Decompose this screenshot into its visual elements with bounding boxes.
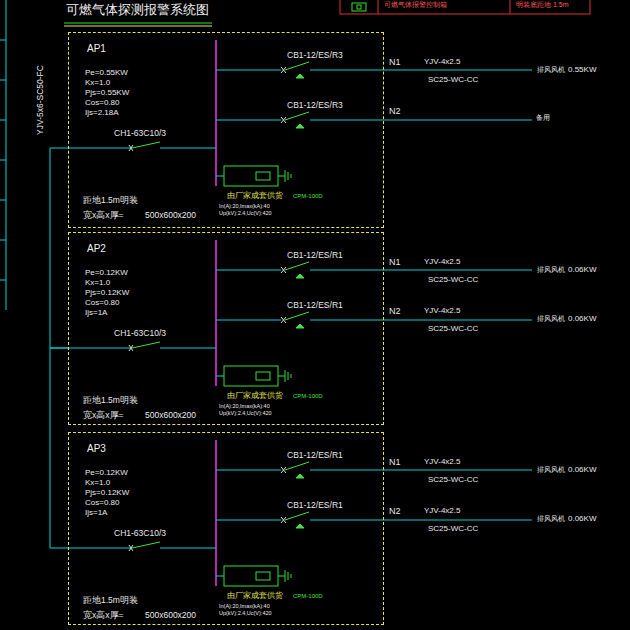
conduit-spec: SC25-WC-CC	[428, 524, 478, 533]
load-power: 0.55KW	[568, 65, 596, 74]
dimension-label: 宽x高x厚=	[83, 211, 123, 221]
dimension-label: 宽x高x厚=	[83, 611, 123, 621]
drawing-stroke	[352, 3, 366, 11]
mounting-note: 距地1.5m明装	[83, 396, 138, 406]
circuit-number: N1	[389, 457, 401, 467]
dimension-value: 500x600x200	[145, 611, 196, 621]
panel-name: AP2	[87, 243, 106, 255]
feeder-cable	[50, 348, 68, 548]
load-power: 0.06KW	[568, 465, 596, 474]
load-power: 0.06KW	[568, 265, 596, 274]
load-name: 排风风机	[537, 266, 565, 274]
mounting-note: 距地1.5m明装	[83, 196, 138, 206]
circuit-number: N1	[389, 257, 401, 267]
device-rating: In(A):20,Imax(kA):40	[219, 603, 270, 609]
feeder-cable	[50, 148, 68, 348]
drawing-stroke	[340, 0, 590, 14]
load-power: 0.06KW	[568, 314, 596, 323]
drawing-stroke	[378, 0, 379, 14]
drawing-title: 可燃气体探测报警系统图	[66, 3, 209, 18]
conduit-spec: SC25-WC-CC	[428, 475, 478, 484]
breaker-model: CB1-12/ES/R3	[287, 51, 343, 61]
left-border-line	[0, 0, 6, 310]
title-underline	[64, 23, 212, 26]
legend-cell: 可燃气体报警控制箱	[384, 1, 447, 9]
drawing-stroke	[0, 40, 6, 280]
circuit-number: N2	[389, 106, 401, 116]
device-rating: In(A):20,Imax(kA):40	[219, 203, 270, 209]
device-rating: In(A):20,Imax(kA):40	[219, 403, 270, 409]
distribution-box: AP1Pe=0.55KW Kx=1.0 Pjs=0.55KW Cos=0.80 …	[68, 32, 384, 228]
distribution-box: AP2Pe=0.12KW Kx=1.0 Pjs=0.12KW Cos=0.80 …	[68, 232, 384, 425]
cable-spec: YJV-4x2.5	[424, 457, 460, 466]
breaker-model: CH1-63C10/3	[114, 529, 166, 539]
mounting-note: 距地1.5m明装	[83, 596, 138, 606]
circuit-number: N2	[389, 506, 401, 516]
drawing-stroke	[64, 23, 212, 24]
load-name: 排风风机	[537, 66, 565, 74]
device-model: CPM-100D	[293, 593, 323, 600]
cable-spec: YJV-4x2.5	[424, 257, 460, 266]
load-power: 0.06KW	[568, 514, 596, 523]
cable-spec: YJV-5x6-SC50-FC	[36, 65, 46, 135]
device-note: 由厂家成套供货	[227, 191, 283, 200]
drawing-stroke	[357, 5, 361, 9]
device-rating: Up(kV):2.4,Uc(V):420	[219, 210, 272, 216]
device-rating: Up(kV):2.4,Uc(V):420	[219, 610, 272, 616]
spare-note: 备用	[536, 114, 550, 122]
load-parameters: Pe=0.12KW Kx=1.0 Pjs=0.12KW Cos=0.80 Ijs…	[85, 268, 139, 318]
device-model: CPM-100D	[293, 193, 323, 200]
drawing-stroke	[6, 0, 7, 310]
breaker-model: CB1-12/ES/R1	[287, 251, 343, 261]
circuit-number: N2	[389, 306, 401, 316]
circuit-wiring	[68, 440, 532, 586]
cable-spec: YJV-4x2.5	[424, 306, 460, 315]
device-note: 由厂家成套供货	[227, 591, 283, 600]
breaker-model: CH1-63C10/3	[114, 329, 166, 339]
load-name: 排风风机	[537, 466, 565, 474]
breaker-model: CB1-12/ES/R1	[287, 501, 343, 511]
breaker-model: CB1-12/ES/R1	[287, 301, 343, 311]
device-model: CPM-100D	[293, 393, 323, 400]
breaker-model: CH1-63C10/3	[114, 129, 166, 139]
legend-cell: 明装底距地 1.5m	[516, 1, 569, 9]
cable-spec: YJV-4x2.5	[424, 57, 460, 66]
dimension-value: 500x600x200	[145, 411, 196, 421]
dimension-label: 宽x高x厚=	[83, 411, 123, 421]
panel-name: AP3	[87, 443, 106, 455]
circuit-wiring	[68, 240, 532, 386]
load-name: 排风风机	[537, 315, 565, 323]
cable-spec: YJV-4x2.5	[424, 506, 460, 515]
device-rating: Up(kV):2.4,Uc(V):420	[219, 410, 272, 416]
panel-name: AP1	[87, 43, 106, 55]
conduit-spec: SC25-WC-CC	[428, 324, 478, 333]
circuit-wiring	[68, 40, 532, 186]
device-note: 由厂家成套供货	[227, 391, 283, 400]
conduit-spec: SC25-WC-CC	[428, 275, 478, 284]
drawing-stroke	[64, 26, 212, 27]
load-parameters: Pe=0.55KW Kx=1.0 Pjs=0.55KW Cos=0.80 Ijs…	[85, 68, 139, 118]
load-name: 排风风机	[537, 515, 565, 523]
distribution-box: AP3Pe=0.12KW Kx=1.0 Pjs=0.12KW Cos=0.80 …	[68, 432, 384, 625]
breaker-model: CB1-12/ES/R3	[287, 101, 343, 111]
breaker-model: CB1-12/ES/R1	[287, 451, 343, 461]
dimension-value: 500x600x200	[145, 211, 196, 221]
legend-table	[340, 0, 590, 14]
drawing-stroke	[510, 0, 511, 14]
conduit-spec: SC25-WC-CC	[428, 75, 478, 84]
circuit-number: N1	[389, 57, 401, 67]
load-parameters: Pe=0.12KW Kx=1.0 Pjs=0.12KW Cos=0.80 Ijs…	[85, 468, 139, 518]
